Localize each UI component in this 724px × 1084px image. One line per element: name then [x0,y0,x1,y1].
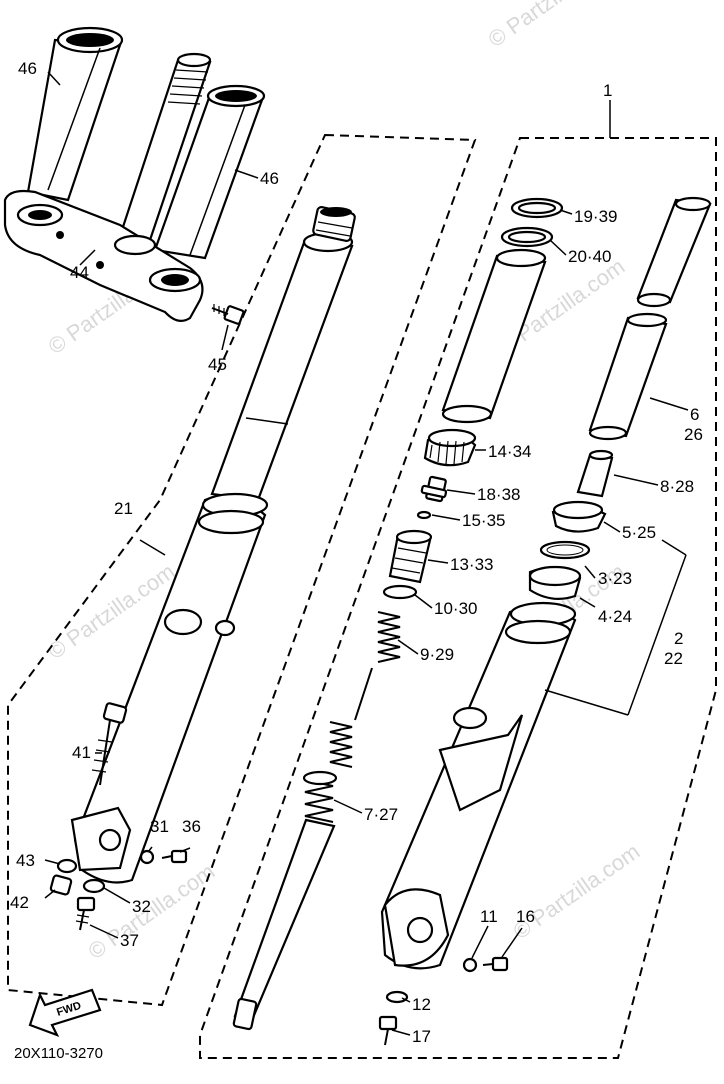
callout-labels: 46 46 44 45 21 41 31 36 43 42 32 37 1 19… [10,59,703,1046]
callout-14-34: 14·34 [488,442,531,461]
callout-41: 41 [72,743,91,762]
fork-tube-upper-right [153,84,266,260]
seat-5-25 [551,500,607,533]
callout-5-25: 5·25 [622,523,656,542]
callout-10-30: 10·30 [434,599,477,618]
callout-4-24: 4·24 [598,607,632,626]
callout-9-29: 9·29 [420,645,454,664]
callout-32: 32 [132,897,151,916]
callout-1: 1 [603,81,612,100]
valve-18-38 [420,475,448,503]
right-outer-tube-2-22 [380,601,577,970]
left-fork-outer-tube [70,492,269,884]
callout-7-27: 7·27 [364,805,398,824]
callout-22: 22 [664,649,683,668]
collar-8-28 [576,449,614,498]
forward-arrow-icon: FWD [28,988,102,1037]
leader-lines [44,71,689,1036]
callout-2: 2 [674,629,683,648]
spring-9-29 [329,611,401,768]
callout-13-33: 13·33 [450,555,493,574]
oil-seal-19-39 [510,197,564,219]
callout-3-23: 3·23 [598,569,632,588]
callout-17: 17 [412,1027,431,1046]
slide-tube-center [441,248,547,424]
callout-43: 43 [16,851,35,870]
left-assembly-boundary [7,133,477,1007]
fork-tube-upper-left [26,26,124,202]
clip-3-23 [539,540,591,560]
callout-8-28: 8·28 [660,477,694,496]
damper-rod-7-27 [232,770,338,1031]
callout-6: 6 [690,405,699,424]
callout-42: 42 [10,893,29,912]
callout-36: 36 [182,817,201,836]
callout-20-40: 20·40 [568,247,611,266]
callout-21: 21 [114,499,133,518]
washer-20-40 [500,226,554,248]
watermark: © Partzilla.com [509,839,645,945]
under-bracket [3,189,204,323]
left-fork-inner-tube [210,205,356,502]
callout-31: 31 [150,817,169,836]
rod-piece-13-33 [388,529,433,584]
right-assembly-boundary [199,137,717,1059]
callout-15-35: 15·35 [462,511,505,530]
callout-45: 45 [208,355,227,374]
left-small-parts [49,849,188,931]
watermark: © Partzilla.com [484,0,620,52]
right-inner-tube-upper [636,196,712,308]
right-inner-tube-6-26 [588,312,668,441]
bracket-bolt-45 [211,304,245,325]
callout-19-39: 19·39 [574,207,617,226]
callout-16: 16 [516,907,535,926]
callout-46-top: 46 [18,59,37,78]
drawing-code: 20X110-3270 [14,1045,103,1062]
callout-26: 26 [684,425,703,444]
o-ring-10-30 [382,584,418,600]
callout-12: 12 [412,995,431,1014]
callout-18-38: 18·38 [477,485,520,504]
right-small-parts [378,956,509,1046]
callout-37: 37 [120,931,139,950]
callout-46-right: 46 [260,169,279,188]
o-ring-15-35 [416,510,432,520]
oil-seal-4-24 [528,565,582,601]
callout-44: 44 [70,263,89,282]
callout-11: 11 [480,907,498,926]
left-fork-bolt-41 [91,702,128,786]
cap-14-34 [423,428,477,467]
